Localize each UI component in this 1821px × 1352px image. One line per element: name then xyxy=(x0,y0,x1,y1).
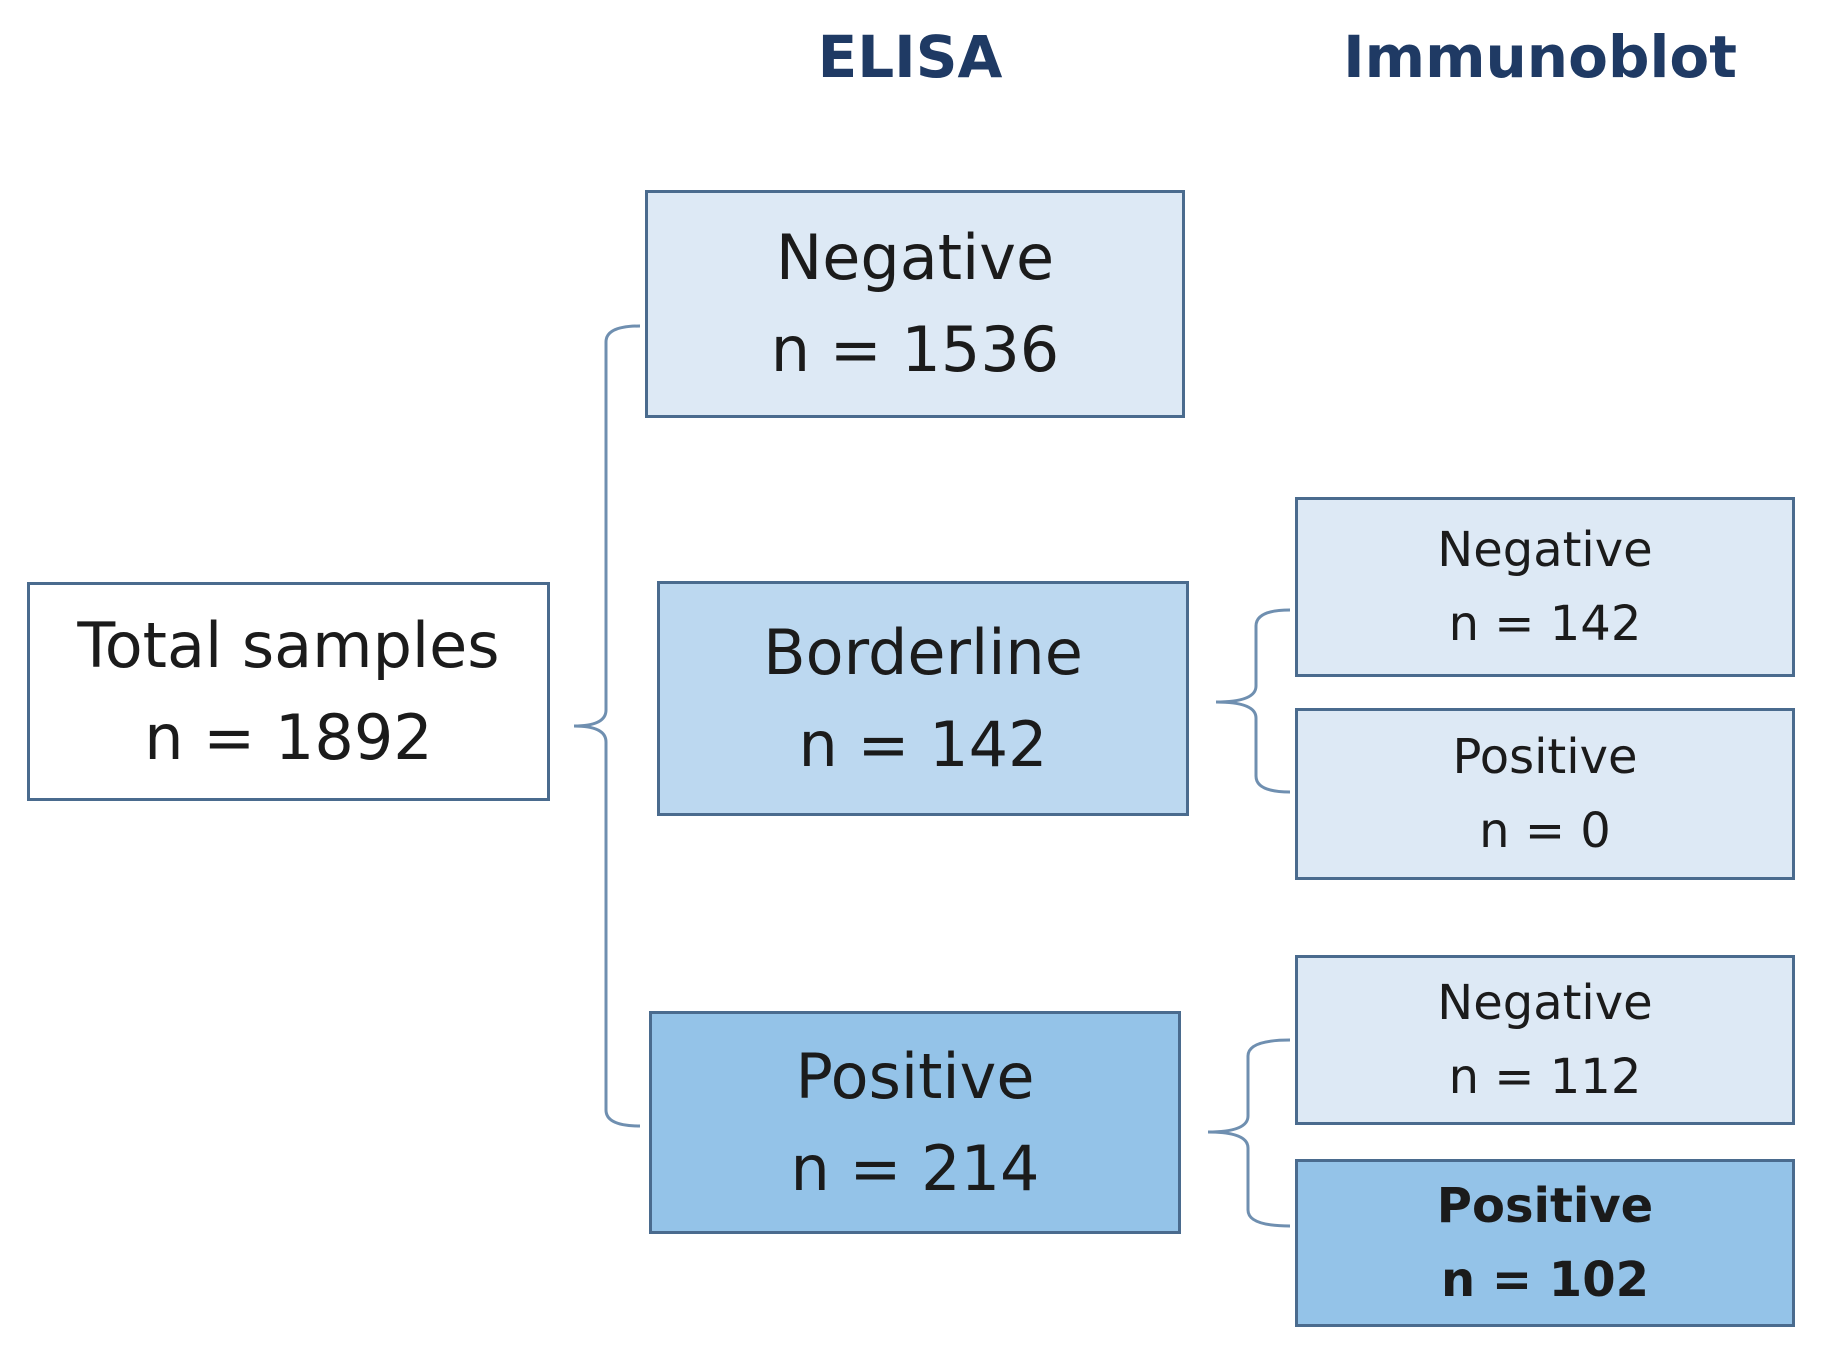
positive-immunoblot-negative-label: Negative xyxy=(1437,975,1653,1031)
elisa-borderline-label: Borderline xyxy=(763,615,1083,689)
total-to-elisa-brace xyxy=(573,324,641,1128)
immunoblot-column-header: Immunoblot xyxy=(1343,23,1737,91)
total-samples-count: n = 1892 xyxy=(144,700,433,774)
borderline-immunoblot-negative-box: Negative n = 142 xyxy=(1295,497,1795,677)
positive-to-immunoblot-brace xyxy=(1207,1038,1291,1228)
positive-immunoblot-negative-box: Negative n = 112 xyxy=(1295,955,1795,1125)
elisa-column-header: ELISA xyxy=(817,23,1003,91)
borderline-immunoblot-negative-count: n = 142 xyxy=(1448,596,1642,652)
borderline-immunoblot-positive-count: n = 0 xyxy=(1479,803,1611,859)
elisa-borderline-count: n = 142 xyxy=(798,707,1048,781)
total-samples-box: Total samples n = 1892 xyxy=(27,582,550,801)
elisa-negative-label: Negative xyxy=(775,221,1055,294)
borderline-to-immunoblot-brace xyxy=(1215,608,1291,794)
borderline-immunoblot-positive-label: Positive xyxy=(1452,729,1638,785)
positive-immunoblot-positive-box: Positive n = 102 xyxy=(1295,1159,1795,1327)
total-samples-label: Total samples xyxy=(77,608,500,682)
borderline-immunoblot-negative-label: Negative xyxy=(1437,522,1653,578)
positive-immunoblot-positive-label: Positive xyxy=(1436,1178,1654,1234)
elisa-positive-label: Positive xyxy=(795,1039,1035,1113)
elisa-positive-box: Positive n = 214 xyxy=(649,1011,1181,1234)
elisa-negative-box: Negative n = 1536 xyxy=(645,190,1185,418)
positive-immunoblot-negative-count: n = 112 xyxy=(1448,1049,1642,1105)
positive-immunoblot-positive-count: n = 102 xyxy=(1440,1252,1649,1308)
borderline-immunoblot-positive-box: Positive n = 0 xyxy=(1295,708,1795,880)
elisa-borderline-box: Borderline n = 142 xyxy=(657,581,1189,816)
elisa-positive-count: n = 214 xyxy=(790,1131,1040,1205)
elisa-negative-count: n = 1536 xyxy=(770,313,1060,386)
